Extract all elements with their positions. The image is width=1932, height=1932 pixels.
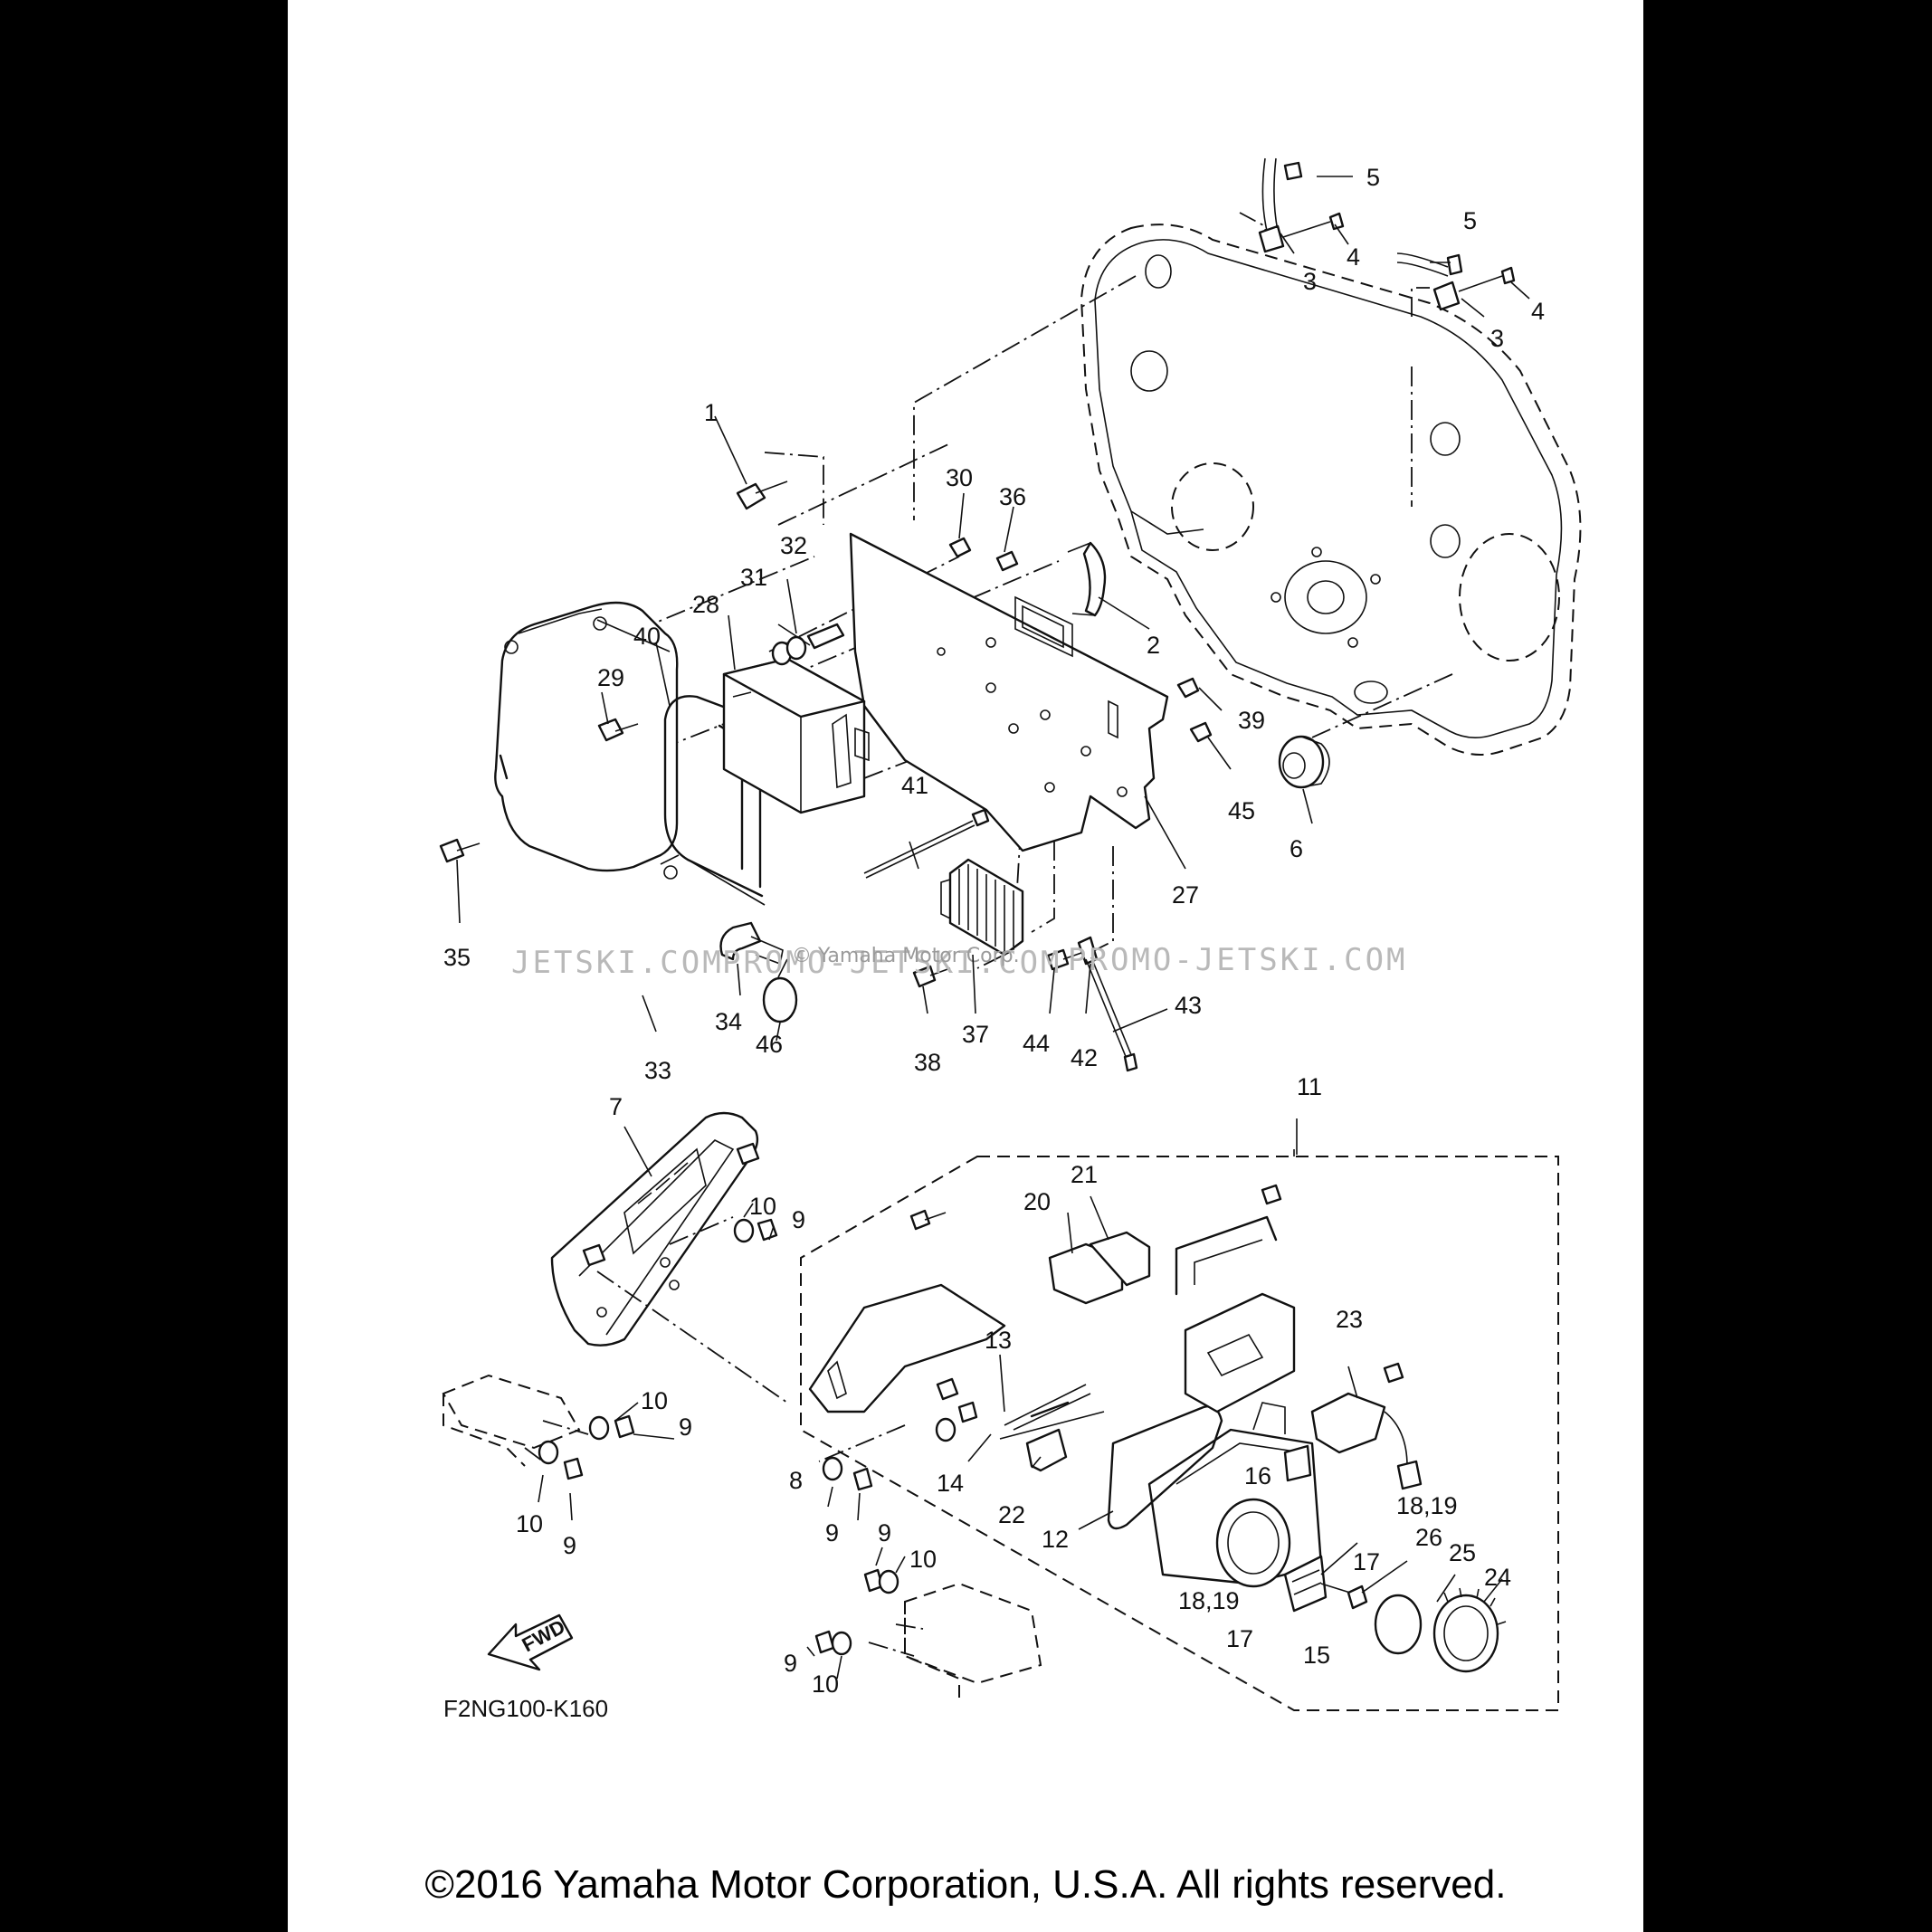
electrical-box-28: [722, 657, 870, 814]
callout-25: 25: [1449, 1539, 1476, 1566]
callout-13: 13: [985, 1327, 1012, 1354]
callout-21: 21: [1071, 1161, 1098, 1188]
callout-38: 38: [914, 1049, 941, 1076]
callout-9c: 9: [563, 1532, 576, 1559]
watermark-left: JETSKI.COM: [511, 945, 724, 981]
callout-45: 45: [1228, 797, 1255, 824]
callout-40: 40: [633, 623, 661, 650]
callout-10a: 10: [749, 1193, 776, 1220]
copyright-notice: ©2016 Yamaha Motor Corporation, U.S.A. A…: [424, 1862, 1507, 1907]
callout-3b: 3: [1490, 325, 1504, 352]
callout-20: 20: [1023, 1188, 1051, 1215]
callout-10d: 10: [909, 1546, 937, 1573]
callout-9f: 9: [784, 1650, 797, 1677]
callout-5b: 5: [1463, 207, 1477, 234]
callout-36: 36: [999, 483, 1026, 510]
bracket-7: [550, 1111, 760, 1347]
callout-18-19b: 18,19: [1178, 1587, 1240, 1614]
callout-4b: 4: [1531, 298, 1545, 325]
leader-lines-upper: [542, 212, 1453, 969]
callout-46: 46: [756, 1031, 783, 1058]
callout-1: 1: [704, 399, 718, 426]
washers-nuts-lower: [538, 1218, 899, 1656]
callout-44: 44: [1023, 1030, 1050, 1057]
callout-9e: 9: [878, 1519, 891, 1547]
small-parts-upper: [439, 481, 1330, 1072]
hull-bulkhead-plate: [1080, 224, 1582, 756]
watermark-note: © Yamaha Motor Corp.: [792, 945, 1020, 967]
callout-26: 26: [1415, 1524, 1442, 1551]
diagram-code: F2NG100-K160: [443, 1695, 608, 1722]
callout-41: 41: [901, 772, 928, 799]
callout-3a: 3: [1303, 268, 1317, 295]
callout-9d: 9: [825, 1519, 839, 1547]
callout-17a: 17: [1353, 1548, 1380, 1575]
callout-10e: 10: [812, 1670, 839, 1698]
rectifier-regulator-37: [940, 858, 1024, 956]
callout-42: 42: [1071, 1044, 1098, 1071]
callout-4a: 4: [1347, 243, 1360, 271]
callout-37: 37: [962, 1021, 989, 1048]
callout-23: 23: [1336, 1306, 1363, 1333]
callout-8: 8: [789, 1467, 803, 1494]
callout-43: 43: [1175, 992, 1202, 1019]
callout-22: 22: [998, 1501, 1025, 1528]
mounting-bracket-27: [849, 532, 1169, 852]
callout-11: 11: [1297, 1073, 1322, 1100]
callout-34: 34: [715, 1008, 742, 1035]
watermark-mid: PROMO-JETSKI.COM: [722, 945, 1062, 981]
callout-12: 12: [1042, 1526, 1069, 1553]
support-brackets-dashed: [442, 1216, 1042, 1701]
callout-24: 24: [1484, 1564, 1511, 1591]
callout-28: 28: [692, 591, 719, 618]
throttle-body-group-11: [800, 1118, 1559, 1711]
callout-2: 2: [1147, 632, 1160, 659]
callout-6: 6: [1290, 835, 1303, 862]
callout-32: 32: [780, 532, 807, 559]
callout-17b: 17: [1226, 1625, 1253, 1652]
callout-9a: 9: [792, 1206, 805, 1233]
callout-27: 27: [1172, 881, 1199, 909]
callout-5a: 5: [1366, 164, 1380, 191]
callout-7: 7: [609, 1093, 623, 1120]
forward-direction-arrow: FWD: [487, 1613, 574, 1671]
callout-15: 15: [1303, 1642, 1330, 1669]
callout-10c: 10: [516, 1510, 543, 1537]
callout-35: 35: [443, 944, 471, 971]
watermark-right: PROMO-JETSKI.COM: [1068, 942, 1408, 978]
callout-16: 16: [1244, 1462, 1271, 1489]
callout-numbers: 5 5 4 4 3 3 1 30 36 32 31 28 40 29 2 39 …: [443, 164, 1545, 1722]
callout-31: 31: [740, 564, 767, 591]
callout-33: 33: [644, 1057, 671, 1084]
callout-9b: 9: [679, 1413, 692, 1441]
callout-10b: 10: [641, 1387, 668, 1414]
callout-30: 30: [946, 464, 973, 491]
callout-leaders: [456, 176, 1530, 1680]
cable-tie-assembly: [1258, 157, 1516, 311]
callout-18-19a: 18,19: [1396, 1492, 1458, 1519]
callout-14: 14: [937, 1470, 964, 1497]
callout-29: 29: [597, 664, 624, 691]
callout-39: 39: [1238, 707, 1265, 734]
